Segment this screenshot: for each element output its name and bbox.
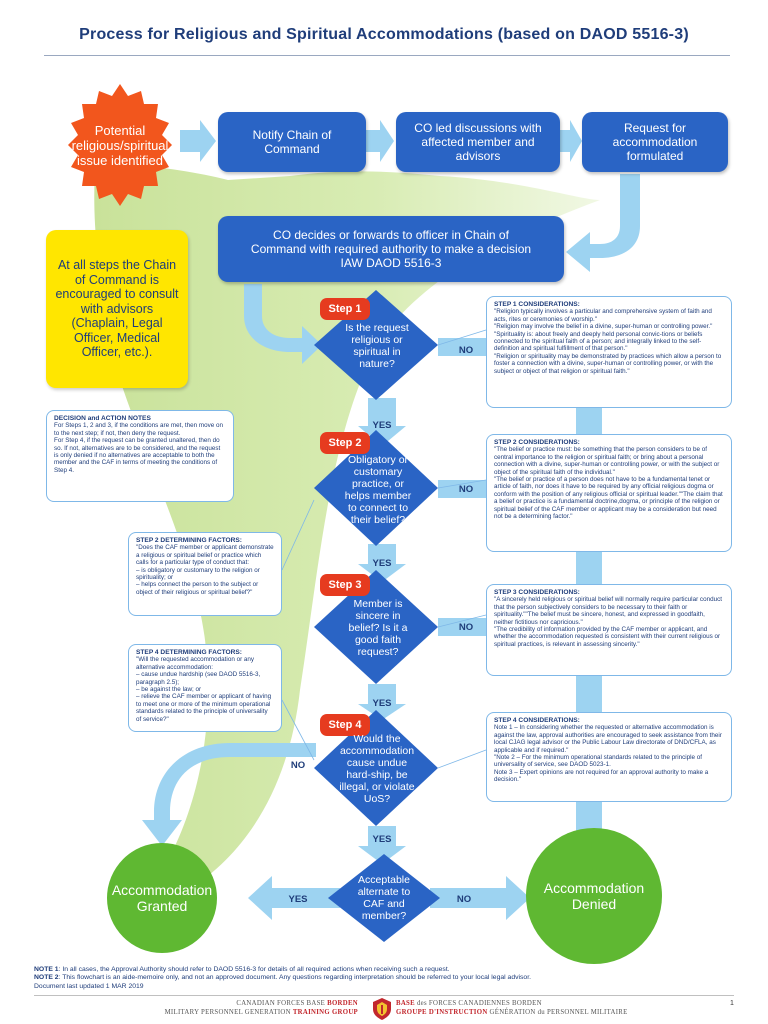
request-formulated-box: Request for accommodation formulated	[582, 112, 728, 172]
step4-considerations: STEP 4 CONSIDERATIONS: Note 1 – In consi…	[486, 712, 732, 802]
step4-cons-body: Note 1 – In considering whether the requ…	[494, 724, 722, 784]
final-no-label: NO	[456, 894, 472, 905]
step3-question: Member is sincere in belief? Is it a goo…	[348, 598, 408, 658]
step2-factors-body: "Does the CAF member or applicant demons…	[136, 544, 274, 596]
step3-cons-body: "A sincerely held religious or spiritual…	[494, 596, 722, 648]
granted-text: Accommodation Granted	[111, 882, 213, 914]
step3-diamond	[314, 570, 438, 684]
arrow-final-yes	[248, 876, 340, 920]
step4-factors-body: "Will the requested accommodation or any…	[136, 656, 272, 723]
footnote-1-text: : In all cases, the Approval Authority s…	[58, 966, 450, 973]
footnote-1-label: NOTE 1	[34, 966, 59, 973]
final-yes-label: YES	[288, 894, 308, 905]
step2-cons-title: STEP 2 CONSIDERATIONS:	[494, 439, 580, 446]
arrow-decide-to-step1	[244, 284, 322, 364]
step1-question: Is the request religious or spiritual in…	[345, 322, 409, 370]
step4-cons-title: STEP 4 CONSIDERATIONS:	[494, 717, 580, 724]
connector-step1-note	[437, 329, 487, 346]
decision-action-notes: DECISION and ACTION NOTES For Steps 1, 2…	[46, 410, 234, 502]
co-decides-box: CO decides or forwards to officer in Cha…	[218, 216, 564, 282]
footnote-2: NOTE 2: This flowchart is an aide-memoir…	[34, 974, 734, 982]
step1-no-label: NO	[458, 345, 474, 356]
footer-fr-groupe: GROUPE D'INSTRUCTION	[396, 1009, 488, 1016]
footer-english: CANADIAN FORCES BASE BORDEN MILITARY PER…	[100, 999, 358, 1017]
footnote-2-text: : This flowchart is an aide-memoire only…	[58, 974, 531, 982]
connector-factors4	[281, 699, 315, 761]
step4-factors-note: STEP 4 DETERMINING FACTORS: "Will the re…	[128, 644, 282, 732]
step1-cons-title: STEP 1 CONSIDERATIONS:	[494, 301, 580, 308]
arrow-step1-yes	[358, 398, 406, 446]
page-title: Process for Religious and Spiritual Acco…	[79, 26, 689, 43]
notify-chain-box: Notify Chain of Command	[218, 112, 366, 172]
arrow-request-to-decide	[566, 174, 640, 272]
step4-yes-label: YES	[372, 834, 392, 845]
step3-considerations: STEP 3 CONSIDERATIONS: "A sincerely held…	[486, 584, 732, 676]
connector-step4-note	[437, 749, 487, 769]
decision-notes-body: For Steps 1, 2 and 3, if the conditions …	[54, 422, 224, 474]
start-starburst	[68, 84, 172, 206]
footnotes: NOTE 1: In all cases, the Approval Autho…	[34, 966, 734, 991]
footer-divider	[34, 995, 734, 996]
step1-yes-label: YES	[372, 420, 392, 431]
final-diamond	[328, 854, 440, 942]
step4-no-label: NO	[290, 760, 306, 771]
arrow-step3-yes	[358, 684, 406, 720]
footnote-1: NOTE 1: In all cases, the Approval Autho…	[34, 966, 734, 974]
step4-question: Would the accommodation cause undue hard…	[339, 733, 415, 805]
denied-text: Accommodation Denied	[543, 880, 645, 912]
step3-cons-title: STEP 3 CONSIDERATIONS:	[494, 589, 580, 596]
footer-en-base: CANADIAN FORCES BASE	[236, 1000, 328, 1007]
granted-circle	[107, 843, 217, 953]
step2-diamond	[314, 430, 438, 546]
arrow-final-no	[430, 876, 530, 920]
title-divider	[44, 55, 730, 56]
step1-considerations: STEP 1 CONSIDERATIONS: "Religion typical…	[486, 296, 732, 408]
step2-no-label: NO	[458, 484, 474, 495]
denied-circle	[526, 828, 662, 964]
connector-step2-note	[437, 479, 487, 489]
step1-label: Step 1	[320, 298, 370, 320]
footer-fr-borden: des FORCES CANADIENNES BORDEN	[414, 1000, 542, 1007]
footer-en-milpers: MILITARY PERSONNEL GENERATION	[164, 1009, 293, 1016]
step4-factors-title: STEP 4 DETERMINING FACTORS:	[136, 649, 243, 656]
step1-cons-body: "Religion typically involves a particula…	[494, 308, 722, 375]
arrow-step4-yes	[358, 826, 406, 864]
advisors-note: At all steps the Chain of Command is enc…	[46, 230, 188, 388]
footer-fr-generation: GÉNÉRATION du PERSONNEL MILITAIRE	[487, 1009, 628, 1016]
crest-icon	[373, 998, 391, 1020]
co-discussions-box: CO led discussions with affected member …	[396, 112, 560, 172]
footer-en-training: TRAINING GROUP	[292, 1009, 358, 1016]
connector-step3-note	[437, 614, 487, 628]
step3-no-label: NO	[458, 622, 474, 633]
arrow-step2-yes	[358, 544, 406, 582]
arrow-discuss-to-request	[560, 120, 582, 162]
step2-yes-label: YES	[372, 558, 392, 569]
start-issue-text: Potential religious/spiritual issue iden…	[71, 122, 169, 168]
step3-yes-label: YES	[372, 698, 392, 709]
step2-cons-body: "The belief or practice must: be somethi…	[494, 446, 723, 521]
step2-factors-title: STEP 2 DETERMINING FACTORS:	[136, 537, 243, 544]
footer-en-borden: BORDEN	[327, 1000, 358, 1007]
final-question: Acceptable alternate to CAF and member?	[357, 874, 411, 922]
page-number: 1	[730, 1000, 734, 1007]
decision-notes-title: DECISION and ACTION NOTES	[54, 415, 151, 422]
step4-label: Step 4	[320, 714, 370, 736]
arrow-start-to-notify	[180, 120, 216, 162]
step2-considerations: STEP 2 CONSIDERATIONS: "The belief or pr…	[486, 434, 732, 552]
last-updated: Document last updated 1 MAR 2019	[34, 982, 144, 990]
step2-question: Obligatory or customary practice, or hel…	[344, 454, 412, 526]
step2-label: Step 2	[320, 432, 370, 454]
step3-label: Step 3	[320, 574, 370, 596]
arrow-step4-no	[142, 743, 316, 846]
footnote-2-label: NOTE 2	[34, 974, 59, 982]
footer-fr-base: BASE	[396, 1000, 415, 1007]
connector-factors2	[281, 499, 315, 571]
footer-french: BASE des FORCES CANADIENNES BORDEN GROUP…	[396, 999, 696, 1017]
step4-diamond	[314, 710, 438, 826]
step2-factors-note: STEP 2 DETERMINING FACTORS: "Does the CA…	[128, 532, 282, 616]
arrow-notify-to-discuss	[366, 120, 394, 162]
